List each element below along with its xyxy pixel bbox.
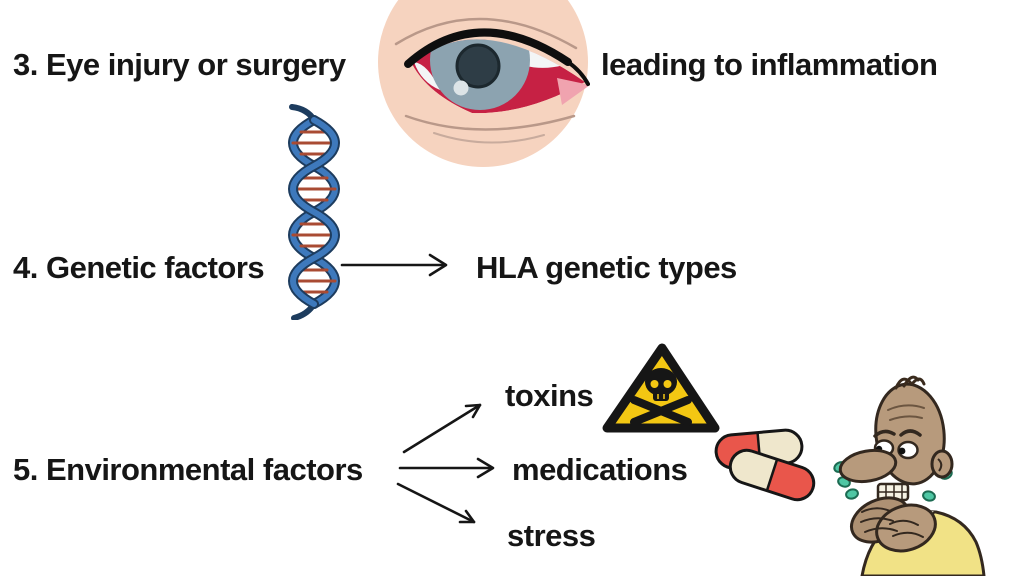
big-nose <box>838 448 898 484</box>
hands-biting-nails <box>850 496 937 553</box>
sclera-white-left <box>414 62 440 90</box>
hair-tuft <box>894 375 926 390</box>
genetic-arrow-icon <box>340 253 448 277</box>
branch-toxins-label: toxins <box>505 378 594 413</box>
eyeball <box>412 39 585 114</box>
inflamed-eye-illustration <box>378 0 590 167</box>
right-pupil <box>898 447 906 455</box>
teeth-seams <box>878 484 908 500</box>
skull-crossbones-icon <box>630 368 692 426</box>
head <box>838 375 954 502</box>
arrow-to-toxins <box>402 403 482 454</box>
forehead-wrinkles <box>887 404 925 421</box>
lower-lid-crease-2 <box>433 132 545 144</box>
lower-lid-crease-1 <box>404 114 576 131</box>
dna-strand-1 <box>290 117 338 307</box>
branch-stress-label: stress <box>507 518 596 553</box>
environmental-label: 5. Environmental factors <box>13 452 363 487</box>
finger-lines <box>860 507 924 538</box>
capsule-front <box>728 448 818 504</box>
branch-medications-label: medications <box>512 452 688 487</box>
arrow-to-stress <box>396 482 476 524</box>
injury-label: 3. Eye injury or surgery <box>13 47 346 82</box>
lash-tail <box>566 60 590 86</box>
injury-result-label: leading to inflammation <box>601 47 938 82</box>
eye-highlight <box>453 80 469 96</box>
genetic-target-label: HLA genetic types <box>476 250 737 285</box>
worried-eyebrows <box>873 429 922 438</box>
ear-inner-line <box>937 458 943 472</box>
upper-lash-line <box>404 28 572 68</box>
upper-eyelid-crease <box>394 17 578 50</box>
genetic-label: 4. Genetic factors <box>13 250 265 285</box>
toxic-warning-triangle-icon <box>602 343 720 433</box>
pupil <box>455 43 501 89</box>
eye-corner-pink <box>557 78 590 105</box>
branch-arrows-icon <box>396 403 495 524</box>
dna-helix-icon <box>288 104 340 320</box>
stressed-man-illustration <box>833 375 986 576</box>
dna-rungs <box>291 130 337 294</box>
medication-capsules-icon <box>714 428 818 504</box>
